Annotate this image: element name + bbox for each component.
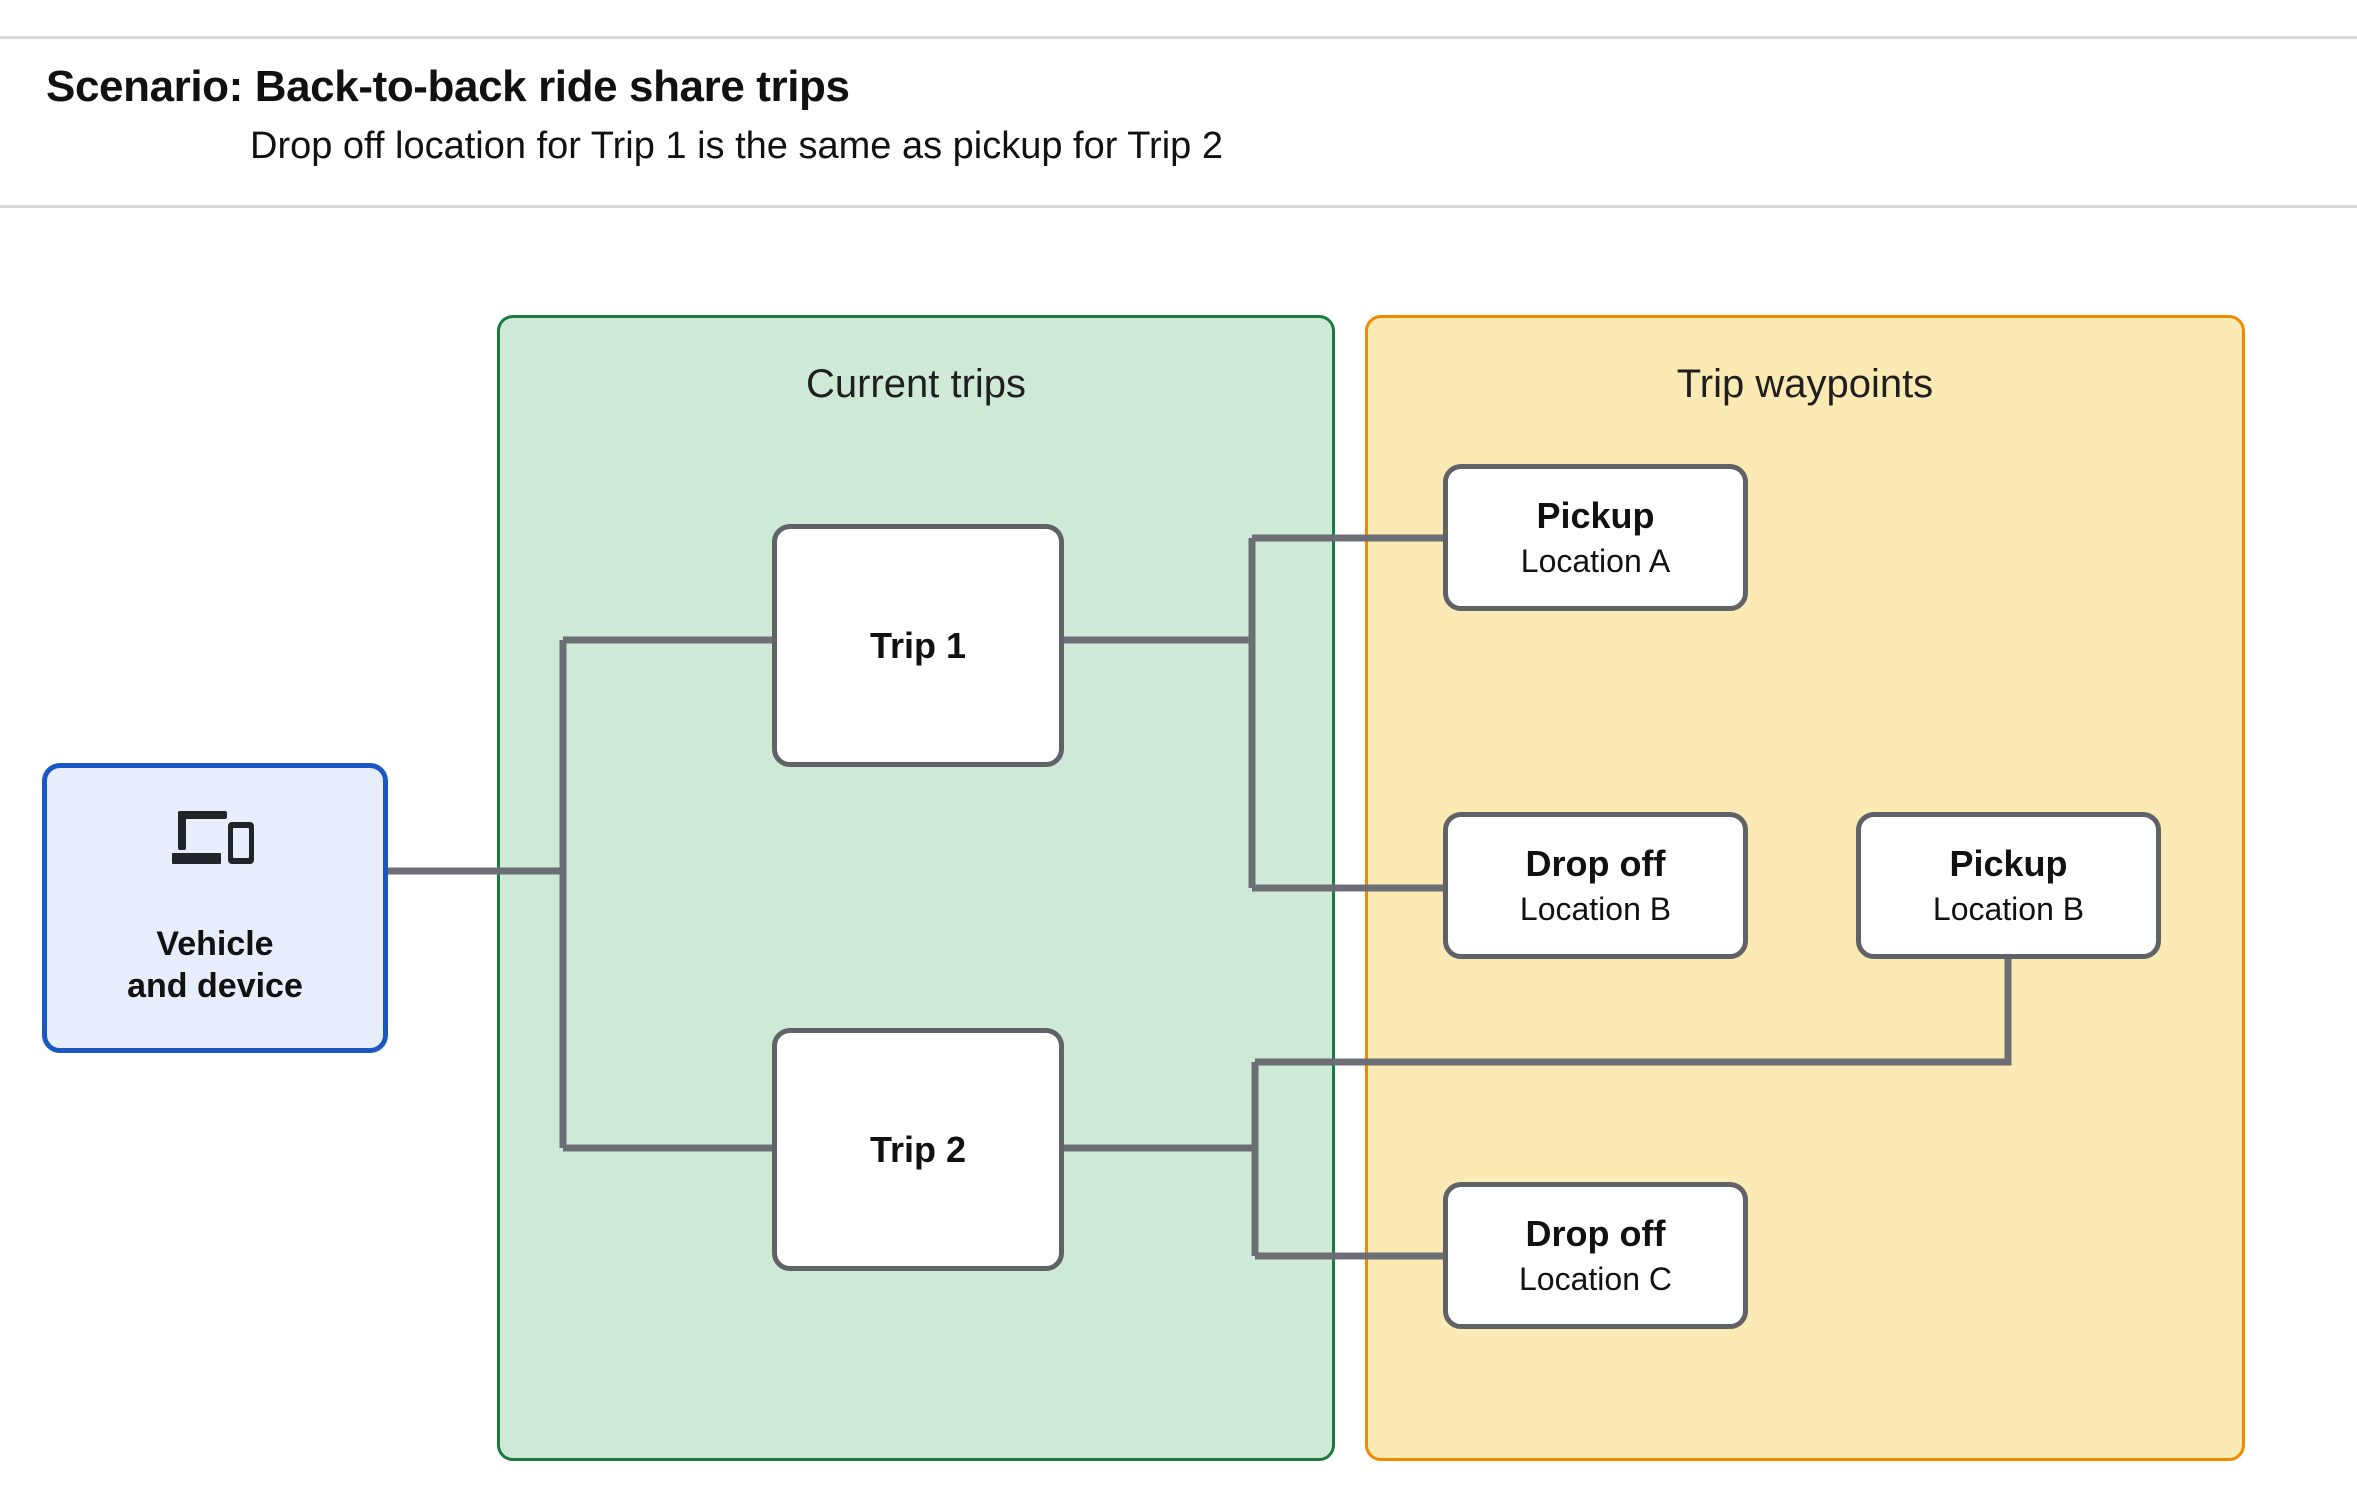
page-title: Scenario: Back-to-back ride share trips <box>46 62 850 111</box>
panel-current-trips: Current trips <box>497 315 1335 1461</box>
panel-trip-waypoints-title: Trip waypoints <box>1676 362 1934 406</box>
devices-icon <box>172 810 254 864</box>
waypoint-dropoff-c-location: Location C <box>1519 1261 1672 1297</box>
panel-current-trips-title: Current trips <box>805 362 1027 406</box>
node-trip-1[interactable]: Trip 1 <box>772 524 1064 767</box>
vehicle-label: Vehicle and device <box>127 923 303 1008</box>
vehicle-label-line2: and device <box>127 967 303 1005</box>
node-trip-2-label: Trip 2 <box>869 1128 967 1170</box>
waypoint-dropoff-b-location: Location B <box>1519 891 1672 927</box>
waypoint-pickup-b-location: Location B <box>1932 891 2085 927</box>
node-vehicle-and-device[interactable]: Vehicle and device <box>42 763 388 1053</box>
node-waypoint-dropoff-b[interactable]: Drop off Location B <box>1443 812 1748 959</box>
header-rule-top <box>0 36 2357 39</box>
node-trip-2[interactable]: Trip 2 <box>772 1028 1064 1271</box>
waypoint-pickup-b-type: Pickup <box>1949 842 2068 884</box>
node-waypoint-pickup-b[interactable]: Pickup Location B <box>1856 812 2161 959</box>
waypoint-pickup-a-type: Pickup <box>1536 494 1655 536</box>
page-subtitle: Drop off location for Trip 1 is the same… <box>250 125 1223 167</box>
waypoint-dropoff-c-type: Drop off <box>1525 1212 1666 1254</box>
waypoint-pickup-a-location: Location A <box>1520 543 1671 579</box>
node-waypoint-dropoff-c[interactable]: Drop off Location C <box>1443 1182 1748 1329</box>
waypoint-dropoff-b-type: Drop off <box>1525 842 1666 884</box>
header-rule-bottom <box>0 205 2357 208</box>
vehicle-label-line1: Vehicle <box>156 924 274 963</box>
node-trip-1-label: Trip 1 <box>869 624 967 666</box>
node-waypoint-pickup-a[interactable]: Pickup Location A <box>1443 464 1748 611</box>
